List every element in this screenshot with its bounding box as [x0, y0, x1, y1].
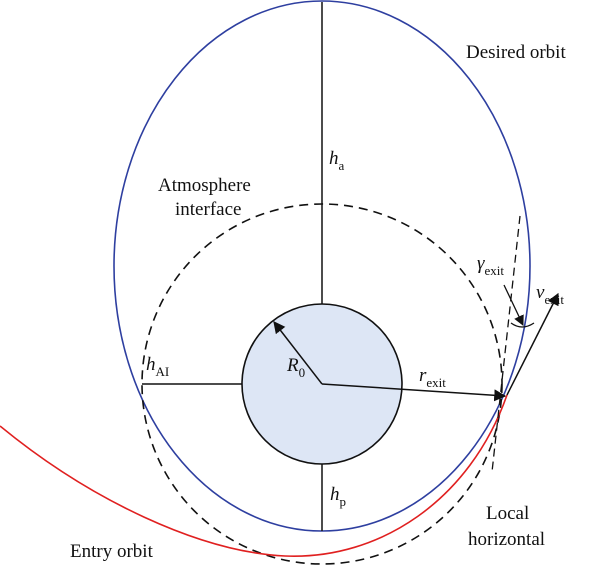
- entry-orbit-label: Entry orbit: [70, 541, 154, 562]
- desired-orbit-label: Desired orbit: [466, 42, 566, 63]
- r0-radius-arrow: [273, 321, 323, 385]
- h-ai-label: hAI: [146, 354, 169, 379]
- entry-orbit-curve: [0, 394, 508, 557]
- gamma-exit-angle-arc: [510, 322, 535, 328]
- local-horizontal-line: [491, 215, 521, 473]
- r-exit-label: rexit: [419, 365, 446, 390]
- v-exit-label: vexit: [536, 282, 564, 307]
- h-p-label: hp: [330, 484, 346, 509]
- gamma-exit-label: γexit: [477, 253, 504, 278]
- h-a-label: ha: [329, 148, 345, 173]
- atmosphere-interface-label-line2: interface: [175, 199, 241, 220]
- gamma-exit-pointer-arrow: [503, 284, 524, 326]
- r0-label: R0: [286, 355, 305, 380]
- r-exit-arrow: [321, 383, 507, 402]
- atmosphere-interface-label-line1: Atmosphere: [158, 175, 251, 196]
- v-exit-arrow: [506, 292, 559, 396]
- local-horizontal-label-line2: horizontal: [468, 529, 545, 550]
- local-horizontal-label-line1: Local: [486, 503, 529, 524]
